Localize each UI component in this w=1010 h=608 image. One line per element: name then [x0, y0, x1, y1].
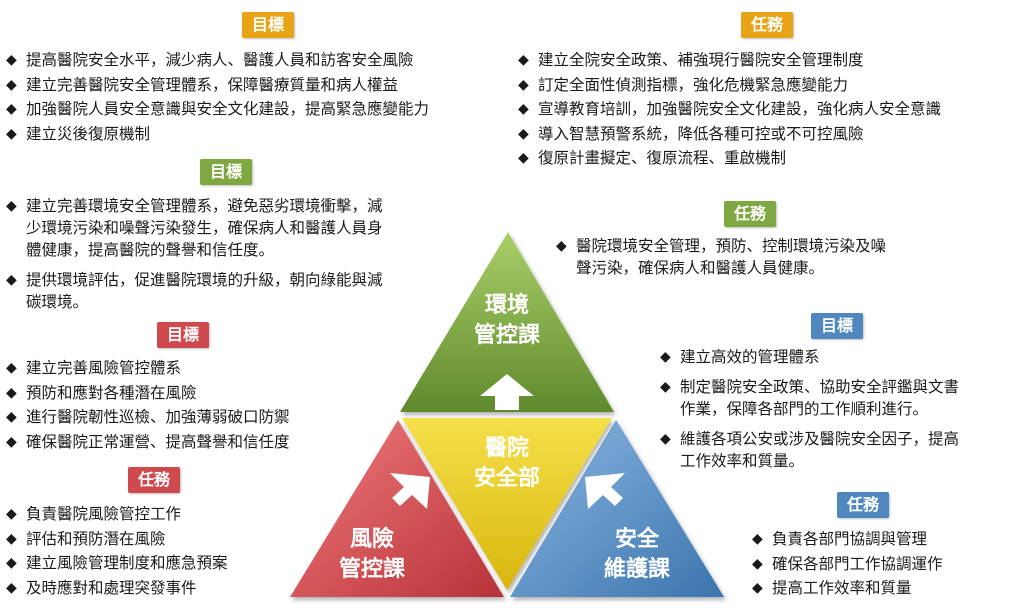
- list-item: ◆預防和應對各種潛在風險: [6, 381, 366, 406]
- center-triangle: [402, 418, 612, 590]
- diamond-bullet-icon: ◆: [6, 530, 17, 547]
- center-label-line1: 醫院: [485, 435, 529, 461]
- security-label-line1: 安全: [615, 526, 660, 552]
- list-item: ◆評估和預防潛在風險: [6, 527, 306, 552]
- env-task-badge: 任務: [724, 201, 777, 227]
- list-item: ◆訂定全面性偵測指標，強化危機緊急應變能力: [518, 73, 1008, 98]
- diamond-bullet-icon: ◆: [518, 101, 529, 117]
- list-item: ◆進行醫院韌性巡檢、加強薄弱破口防禦: [6, 405, 366, 430]
- security-goal-list: ◆建立高效的管理體系 ◆制定醫院安全政策、協助安全評鑑與文書作業，保障各部門的工…: [660, 346, 1006, 480]
- list-item: ◆建立風險管理制度和應急預案: [6, 551, 306, 576]
- list-item: ◆導入智慧預警系統，降低各種可控或不可控風險: [518, 122, 1008, 147]
- diamond-bullet-icon: ◆: [752, 555, 763, 572]
- risk-label-line2: 管控課: [339, 556, 406, 582]
- top-left-goal-list: ◆提高醫院安全水平，減少病人、醫護人員和訪客安全風險 ◆建立完善醫院安全管理體系…: [6, 48, 506, 146]
- security-goal-badge: 目標: [811, 313, 864, 339]
- list-item: ◆提供環境評估，促進醫院環境的升級，朝向綠能與減碳環境。: [6, 271, 383, 311]
- list-item: ◆復原計畫擬定、復原流程、重啟機制: [518, 146, 1008, 171]
- list-item: ◆建立全院安全政策、補強現行醫院安全管理制度: [518, 48, 1008, 73]
- list-item: ◆建立完善環境安全管理體系，避免惡劣環境衝擊，減少環境污染和噪聲污染發生，確保病…: [6, 197, 383, 259]
- list-item: ◆負責醫院風險管控工作: [6, 502, 306, 527]
- list-item: ◆建立完善醫院安全管理體系，保障醫療質量和病人權益: [6, 73, 506, 98]
- env-goal-badge: 目標: [200, 159, 253, 185]
- list-item: ◆宣導教育培訓，加強醫院安全文化建設，強化病人安全意識: [518, 97, 1008, 122]
- env-task-list: ◆醫院環境安全管理，預防、控制環境污染及噪聲污染，確保病人和醫護人員健康。: [556, 235, 956, 287]
- security-task-list: ◆負責各部門協調與管理 ◆確保各部門工作協調運作 ◆提高工作效率和質量: [752, 527, 1002, 601]
- list-item: ◆建立高效的管理體系: [660, 348, 820, 366]
- risk-goal-badge: 目標: [157, 322, 210, 348]
- diamond-bullet-icon: ◆: [6, 579, 17, 596]
- diamond-bullet-icon: ◆: [6, 198, 17, 214]
- diamond-bullet-icon: ◆: [518, 125, 529, 142]
- diamond-bullet-icon: ◆: [556, 238, 567, 254]
- list-item: ◆建立災後復原機制: [6, 122, 506, 147]
- up-arrow-icon: [480, 374, 534, 410]
- risk-triangle: [290, 420, 504, 597]
- list-item: ◆維護各項公安或涉及醫院安全因子，提高工作效率和質量。: [660, 430, 960, 470]
- diamond-bullet-icon: ◆: [752, 531, 763, 547]
- top-right-task-list: ◆建立全院安全政策、補強現行醫院安全管理制度 ◆訂定全面性偵測指標，強化危機緊急…: [518, 48, 1008, 171]
- list-item: ◆確保醫院正常運營、提高聲譽和信任度: [6, 430, 366, 455]
- diamond-bullet-icon: ◆: [518, 76, 529, 93]
- security-task-badge: 任務: [837, 492, 890, 518]
- diamond-bullet-icon: ◆: [660, 349, 671, 365]
- diamond-bullet-icon: ◆: [660, 379, 671, 395]
- list-item: ◆提高工作效率和質量: [752, 576, 1002, 601]
- risk-task-badge: 任務: [128, 467, 181, 493]
- list-item: ◆負責各部門協調與管理: [752, 527, 1002, 552]
- diamond-bullet-icon: ◆: [6, 52, 17, 68]
- env-triangle: [400, 232, 614, 412]
- diamond-bullet-icon: ◆: [6, 272, 17, 288]
- diamond-bullet-icon: ◆: [752, 580, 763, 596]
- diamond-bullet-icon: ◆: [6, 555, 17, 571]
- security-triangle: [510, 420, 724, 597]
- list-item: ◆確保各部門工作協調運作: [752, 552, 1002, 577]
- diamond-bullet-icon: ◆: [6, 360, 17, 376]
- diamond-bullet-icon: ◆: [6, 384, 17, 401]
- list-item: ◆加強醫院人員安全意識與安全文化建設，提高緊急應變能力: [6, 97, 506, 122]
- center-label-line2: 安全部: [474, 465, 540, 491]
- risk-goal-list: ◆建立完善風險管控體系 ◆預防和應對各種潛在風險 ◆進行醫院韌性巡檢、加強薄弱破…: [6, 356, 366, 454]
- right-arrow-icon: [585, 473, 625, 509]
- diamond-bullet-icon: ◆: [6, 433, 17, 450]
- env-label-line1: 環境: [485, 292, 529, 318]
- diamond-bullet-icon: ◆: [660, 431, 671, 447]
- list-item: ◆制定醫院安全政策、協助安全評鑑與文書作業，保障各部門的工作順利進行。: [660, 378, 960, 418]
- top-left-goal-badge: 目標: [242, 12, 295, 38]
- diamond-bullet-icon: ◆: [6, 506, 17, 522]
- risk-label-line1: 風險: [350, 526, 394, 552]
- diamond-bullet-icon: ◆: [518, 52, 529, 68]
- list-item: ◆及時應對和處理突發事件: [6, 576, 306, 601]
- diamond-bullet-icon: ◆: [6, 125, 17, 142]
- env-goal-list: ◆建立完善環境安全管理體系，避免惡劣環境衝擊，減少環境污染和噪聲污染發生，確保病…: [6, 195, 446, 321]
- top-right-task-badge: 任務: [741, 12, 794, 38]
- diamond-bullet-icon: ◆: [6, 76, 17, 93]
- security-label-line2: 維護課: [604, 556, 671, 582]
- list-item: ◆建立完善風險管控體系: [6, 356, 366, 381]
- left-arrow-icon: [390, 473, 430, 509]
- env-label-line2: 管控課: [474, 322, 541, 348]
- diamond-bullet-icon: ◆: [518, 150, 529, 166]
- diamond-bullet-icon: ◆: [6, 101, 17, 117]
- list-item: ◆醫院環境安全管理，預防、控制環境污染及噪聲污染，確保病人和醫護人員健康。: [556, 237, 887, 277]
- diamond-bullet-icon: ◆: [6, 409, 17, 425]
- risk-task-list: ◆負責醫院風險管控工作 ◆評估和預防潛在風險 ◆建立風險管理制度和應急預案 ◆及…: [6, 502, 306, 600]
- list-item: ◆提高醫院安全水平，減少病人、醫護人員和訪客安全風險: [6, 48, 506, 73]
